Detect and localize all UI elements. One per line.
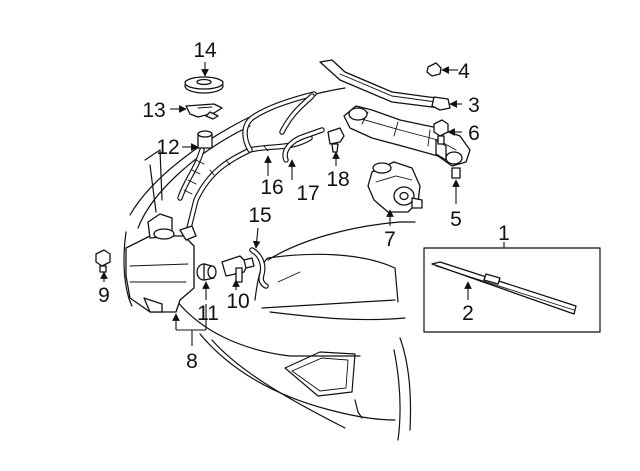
callout-14: 14 (193, 39, 217, 62)
vehicle-body-outline (123, 87, 416, 441)
callout-5: 5 (450, 208, 462, 231)
callout-12: 12 (156, 136, 179, 159)
part-17-washer-hose[interactable] (279, 93, 325, 163)
part-7-wiper-motor[interactable] (367, 161, 423, 213)
callout-2: 2 (462, 302, 474, 325)
part-13-clip[interactable] (185, 103, 223, 120)
callout-11: 11 (197, 302, 219, 325)
part-3-wiper-arm[interactable] (319, 59, 451, 111)
callout-17: 17 (296, 182, 319, 205)
part-2-wiper-blade[interactable] (431, 261, 577, 315)
callout-labels: 14 13 12 16 17 18 4 3 6 5 7 15 9 10 11 8… (98, 39, 510, 373)
callout-16: 16 (260, 176, 283, 199)
callout-leaders (100, 62, 505, 346)
part-12-washer-nozzle[interactable] (177, 130, 213, 201)
washer-reservoir[interactable] (125, 213, 197, 313)
wiper-blade-box (423, 247, 601, 333)
part-6-bolt[interactable] (433, 119, 449, 145)
callout-1: 1 (498, 222, 510, 245)
callout-10: 10 (226, 290, 249, 313)
callout-18: 18 (326, 168, 349, 191)
part-11-grommet[interactable] (196, 263, 217, 281)
callout-13: 13 (142, 99, 165, 122)
callout-8: 8 (186, 350, 198, 373)
part-15-hose[interactable] (249, 247, 269, 289)
part-10-washer-pump[interactable] (221, 255, 255, 283)
callout-3: 3 (468, 94, 480, 117)
part-4-cap[interactable] (426, 62, 442, 77)
part-18-connector[interactable] (327, 127, 345, 153)
callout-9: 9 (98, 284, 110, 307)
part-14-grommet[interactable] (184, 76, 224, 94)
callout-4: 4 (458, 60, 470, 83)
callout-15: 15 (248, 204, 271, 227)
part-9-bolt[interactable] (95, 249, 111, 273)
callout-7: 7 (384, 228, 396, 251)
callout-6: 6 (468, 122, 480, 145)
wiper-linkage[interactable] (343, 105, 471, 179)
